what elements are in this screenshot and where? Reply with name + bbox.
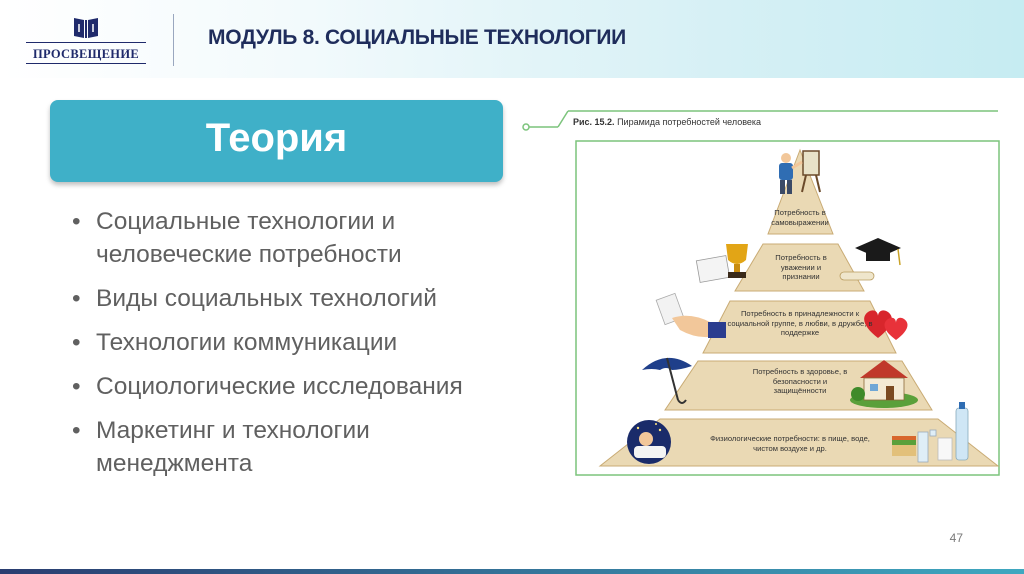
theory-banner: Теория [50, 100, 503, 182]
pyramid-level-label: Потребность в принадлежности к социально… [727, 309, 873, 337]
logo-book-icon [74, 18, 98, 38]
topic-item: Социологические исследования [72, 370, 512, 403]
theory-label: Теория [205, 116, 348, 160]
logo-rule-bottom [26, 63, 146, 64]
hearts-icon [864, 310, 908, 340]
painter-icon [779, 150, 821, 194]
topic-list: Социальные технологии и человеческие пот… [72, 205, 512, 491]
logo-rule-top [26, 42, 146, 43]
figure-caption-prefix: Рис. 15.2. [573, 117, 615, 127]
topic-item: Виды социальных технологий [72, 282, 512, 315]
topic-item: Технологии коммуникации [72, 326, 512, 359]
pyramid-level-label: Потребность в здоровье, в безопасности и… [752, 367, 848, 395]
handshake-icon [655, 292, 726, 338]
publisher-logo: ПРОСВЕЩЕНИЕ [22, 16, 150, 66]
header-bar: ПРОСВЕЩЕНИЕ МОДУЛЬ 8. СОЦИАЛЬНЫЕ ТЕХНОЛО… [0, 0, 1024, 78]
pyramid-figure: Рис. 15.2. Пирамида потребностей человек… [520, 108, 1000, 480]
page-number: 47 [949, 531, 963, 545]
pyramid-level-label: Физиологические потребности: в пище, вод… [710, 434, 870, 453]
trophy-icon [695, 244, 748, 283]
logo-text: ПРОСВЕЩЕНИЕ [32, 47, 139, 61]
topic-item: Маркетинг и технологии менеджмента [72, 414, 512, 480]
sleeping-child-icon [627, 420, 671, 464]
house-icon [850, 360, 918, 408]
pyramid-level-label: Потребность в самовыражении [771, 208, 829, 227]
graduation-cap-icon [839, 238, 901, 281]
topic-item: Социальные технологии и человеческие пот… [72, 205, 512, 271]
pyramid-illustration [522, 110, 1000, 476]
header-divider [173, 14, 174, 66]
footer-bar [0, 569, 1024, 574]
page-title: МОДУЛЬ 8. СОЦИАЛЬНЫЕ ТЕХНОЛОГИИ [208, 26, 626, 49]
food-and-water-icon [892, 402, 969, 463]
figure-caption: Рис. 15.2. Пирамида потребностей человек… [573, 117, 761, 127]
figure-caption-text: Пирамида потребностей человека [617, 117, 762, 127]
pyramid-level-label: Потребность в уважении и признании [775, 253, 827, 281]
umbrella-icon [642, 357, 692, 404]
